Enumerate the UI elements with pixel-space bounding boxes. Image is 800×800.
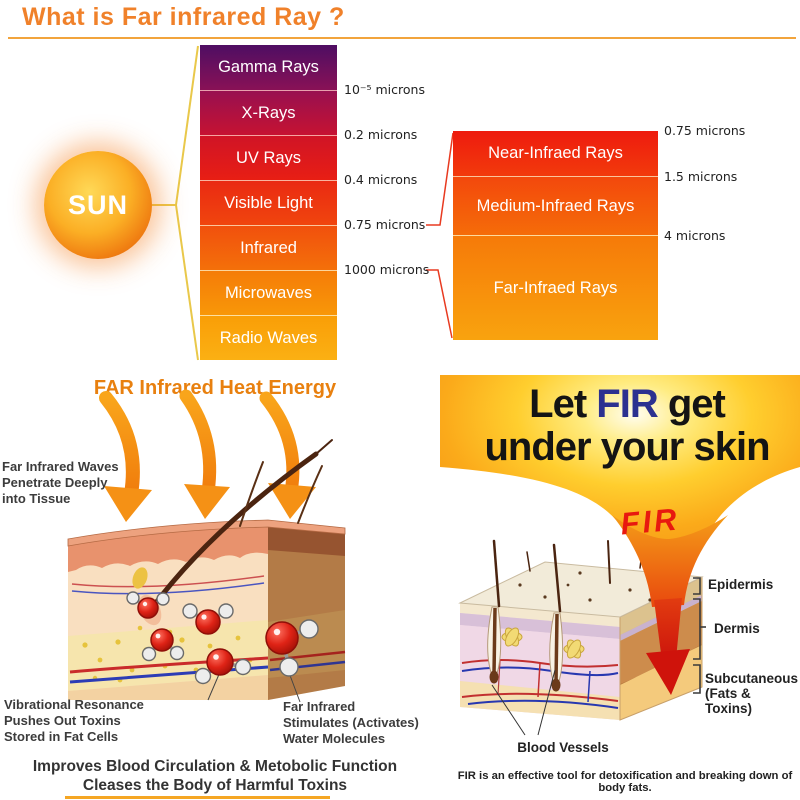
blood-vessel-pointers (491, 669, 556, 736)
glow-burst (440, 375, 800, 593)
em-spectrum-column: Gamma Rays X-Rays UV Rays Visible Light … (200, 45, 337, 360)
tick-x-uv: 0.2 microns (344, 127, 418, 142)
hair (149, 439, 333, 611)
footer-underline (65, 796, 330, 799)
band-near-infrared: Near-Infraed Rays (453, 131, 658, 176)
skin-penetration-diagram (67, 389, 346, 703)
band-far-infrared: Far-Infraed Rays (453, 235, 658, 340)
vibrational-note: Vibrational Resonance Pushes Out Toxins … (4, 697, 144, 744)
band-visible-light: Visible Light (200, 180, 337, 225)
infrared-zoom-panel: Near-Infraed Rays Medium-Infraed Rays Fa… (453, 131, 658, 340)
page-title: What is Far infrared Ray ? (22, 3, 345, 31)
band-infrared: Infrared (200, 225, 337, 270)
band-medium-infrared: Medium-Infraed Rays (453, 176, 658, 235)
title-underline (8, 37, 796, 39)
ir-tick-15: 1.5 microns (664, 169, 738, 184)
headline-part1: Let (529, 382, 597, 426)
tick-gamma-x: 10⁻⁵ microns (344, 82, 425, 97)
ir-tick-075: 0.75 microns (664, 123, 746, 138)
band-x-rays: X-Rays (200, 90, 337, 135)
label-epidermis: Epidermis (708, 577, 774, 592)
band-radio-waves: Radio Waves (200, 315, 337, 360)
headline-fir: FIR (596, 382, 658, 426)
band-gamma-rays: Gamma Rays (200, 45, 337, 90)
tick-ir-micro: 1000 microns (344, 262, 430, 277)
dermis-bracket (693, 598, 701, 660)
ir-tick-4: 4 microns (664, 228, 726, 243)
heat-arrow-icon (99, 389, 316, 522)
fir-funnel (612, 515, 728, 607)
tick-visible-ir: 0.75 microns (344, 217, 426, 232)
benefits-footer: Improves Blood Circulation & Metobolic F… (32, 758, 398, 794)
fir-caption: FIR is an effective tool for detoxificat… (457, 770, 793, 794)
tick-uv-visible: 0.4 microns (344, 172, 418, 187)
connector-lines (152, 45, 454, 361)
headline-part2: get (657, 382, 726, 426)
hair-follicle (487, 606, 564, 692)
label-blood-vessels: Blood Vessels (517, 740, 609, 755)
sun-graphic: SUN (44, 151, 152, 259)
label-subcutaneous: Subcutaneous (Fats & Toxins) (705, 671, 799, 716)
band-microwaves: Microwaves (200, 270, 337, 315)
fir-headline: Let FIR get under your skin (452, 383, 800, 469)
heat-energy-title: FAR Infrared Heat Energy (93, 377, 337, 399)
headline-line2: under your skin (484, 425, 770, 469)
subcutaneous-bracket (693, 664, 701, 694)
band-uv-rays: UV Rays (200, 135, 337, 180)
sebaceous-gland (501, 627, 585, 659)
stimulates-note: Far Infrared Stimulates (Activates) Wate… (283, 699, 419, 746)
fir-under-skin-diagram (440, 375, 800, 736)
water-molecules (126, 591, 319, 685)
penetrate-note: Far Infrared Waves Penetrate Deeply into… (2, 459, 119, 506)
label-dermis: Dermis (714, 621, 760, 636)
sun-label: SUN (67, 189, 128, 220)
sun-fork-lines (152, 45, 199, 361)
epidermis-bracket (693, 577, 701, 595)
layer-brackets (693, 577, 706, 694)
fir-arrow-icon (646, 598, 690, 695)
infrared-zoom-lines (426, 132, 454, 339)
